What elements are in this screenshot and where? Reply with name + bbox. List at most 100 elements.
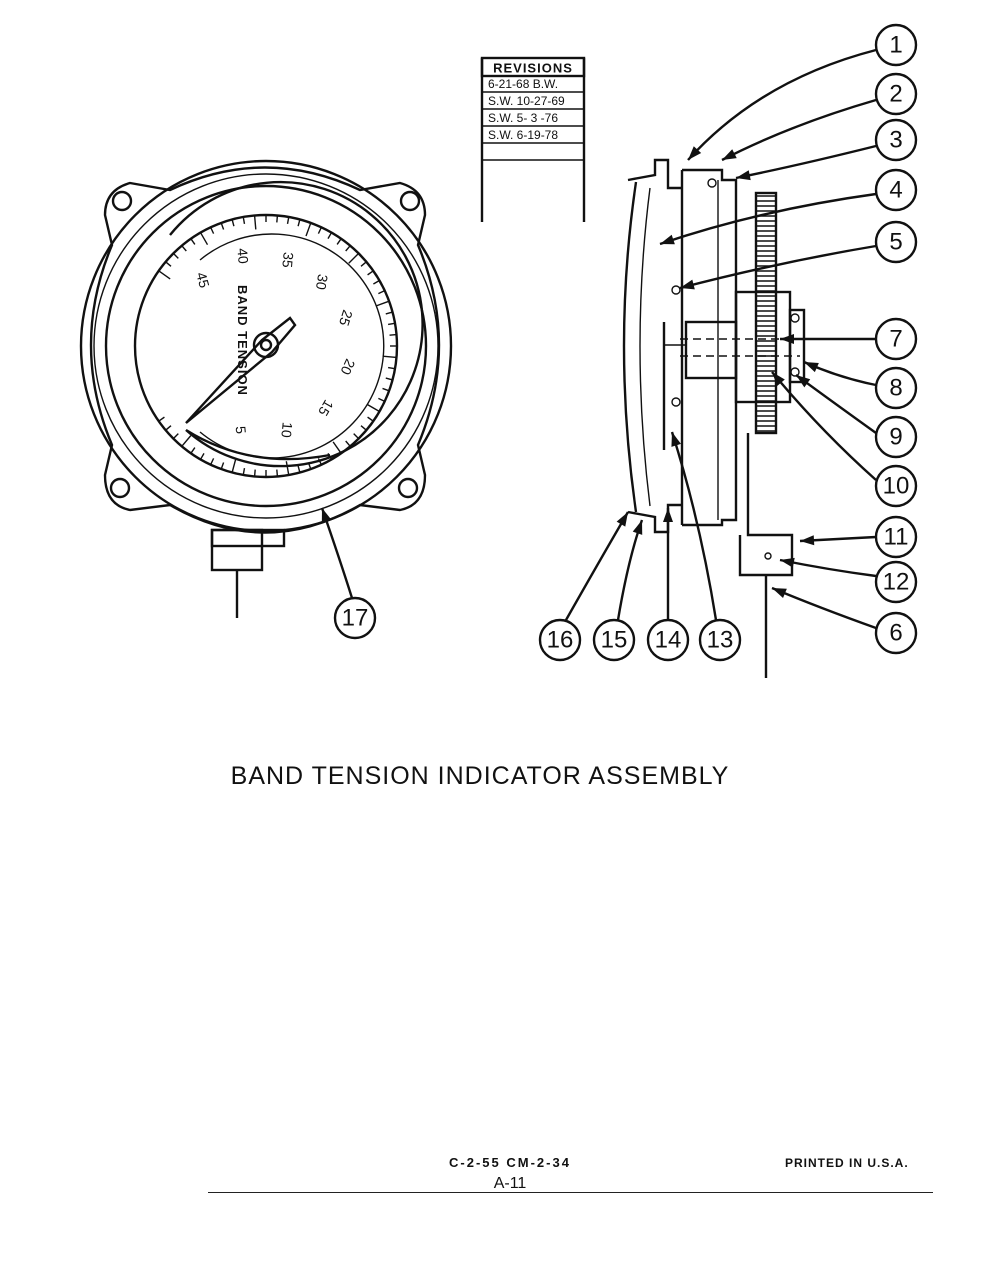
bezel-top [627,158,682,190]
dial-tick [367,416,374,422]
dial-tick-marks [158,215,397,477]
leader-14-arrowhead [663,508,673,522]
leader-5 [679,244,877,290]
dial-tick [360,425,367,431]
revision-entry-1: 6-21-68 B.W. [488,77,558,91]
callout-11: 11 [874,515,918,559]
leader-16 [564,511,630,621]
svg-text:7: 7 [889,326,902,353]
leader-8-arrowhead [804,362,819,373]
dial-tick [190,238,196,245]
leader-7-arrowhead [780,334,794,344]
dial-scale-inner-arc [199,233,385,459]
dial-number-10: 10 [278,422,295,439]
dial-tick [327,453,333,460]
revisions-block: REVISIONS 6-21-68 B.W. S.W. 10-27-69 S.W… [480,56,586,222]
svg-text:12: 12 [883,569,910,596]
dial-tick [317,458,322,466]
dial-tick [297,219,301,227]
screw-5 [671,285,681,295]
dial-tick [382,387,390,392]
svg-text:8: 8 [889,375,902,402]
gear-rack-teeth [756,195,776,432]
fitting-block [210,528,264,572]
dial-tick [336,238,342,245]
bezel-mid [93,173,439,519]
dial-tick [276,469,279,477]
svg-text:15: 15 [601,627,628,654]
dial-tick [297,465,301,473]
leader-13-arrowhead [671,432,681,447]
leader-10-arrowhead [772,372,785,386]
dial-tick [373,279,380,285]
pointer-pivot [259,338,273,352]
dial-tick [220,222,225,230]
dial-tick [353,433,360,440]
callout-6: 6 [874,611,918,655]
mount-hole-bottom-left [109,477,131,499]
dial-label: BAND TENSION [235,285,250,396]
revision-entry-3: S.W. 5- 3 -76 [488,111,558,125]
revisions-header: REVISIONS [493,61,573,76]
leader-15 [616,519,644,621]
leader-3 [735,144,877,180]
dial-tick [366,403,380,413]
lens-inner [639,187,651,507]
leader-2 [721,98,877,162]
dial-tick [286,216,290,225]
callout-14: 14 [646,618,690,662]
dial-tick [345,245,351,252]
svg-text:1: 1 [889,32,902,59]
dial-tick [165,425,172,431]
leader-12-arrowhead [780,557,795,568]
dial-tick [210,226,215,234]
dial-number-15: 15 [315,397,337,419]
dial-tick [158,416,165,422]
callout-4: 4 [874,168,918,212]
pointer [185,316,297,424]
dial-tick [172,252,179,259]
svg-text:17: 17 [342,605,369,632]
leader-16-arrowhead [616,512,628,527]
svg-text:13: 13 [707,627,734,654]
dial-number-45: 45 [193,270,213,289]
svg-text:16: 16 [547,627,574,654]
callout-2: 2 [874,72,918,116]
leader-6 [771,586,877,630]
assembly-drawing: 45 40 35 30 25 20 15 10 5 BAND TENSION R… [79,23,918,678]
dial-tick [210,458,215,466]
dial-number-30: 30 [313,273,331,291]
leader-1-arrowhead [688,146,702,160]
callout-7: 7 [874,317,918,361]
dial-tick [317,226,322,234]
dial-number-5: 5 [233,425,250,434]
dial-tick [387,322,396,326]
leader-1 [687,48,877,161]
leader-4-arrowhead [660,234,675,245]
leader-3-arrowhead [736,170,751,181]
dial-tick [387,366,396,370]
dial-tick [385,311,393,315]
dial-tick [199,232,209,246]
dial-number-25: 25 [336,308,356,328]
dial-tick [327,232,333,239]
dial-tick [345,440,351,447]
leader-11-arrowhead [800,535,815,546]
leader-2-arrowhead [722,149,737,160]
printed-in-notice: PRINTED IN U.S.A. [785,1156,909,1170]
drawing-title: BAND TENSION INDICATOR ASSEMBLY [230,762,730,790]
dial-tick [332,441,342,454]
dial-tick [389,333,397,336]
callout-15: 15 [592,618,636,662]
callout-8: 8 [874,366,918,410]
dial-tick [220,462,225,470]
leader-4 [659,192,877,246]
leader-15-arrowhead [632,520,643,535]
dial-tick [367,270,374,276]
gear-cap [788,308,806,384]
dial-scale-outer-arc [169,180,424,468]
callout-17: 17 [333,596,377,640]
callout-13: 13 [698,618,742,662]
dial-tick [172,433,179,440]
page-number: A-11 [493,1175,527,1192]
